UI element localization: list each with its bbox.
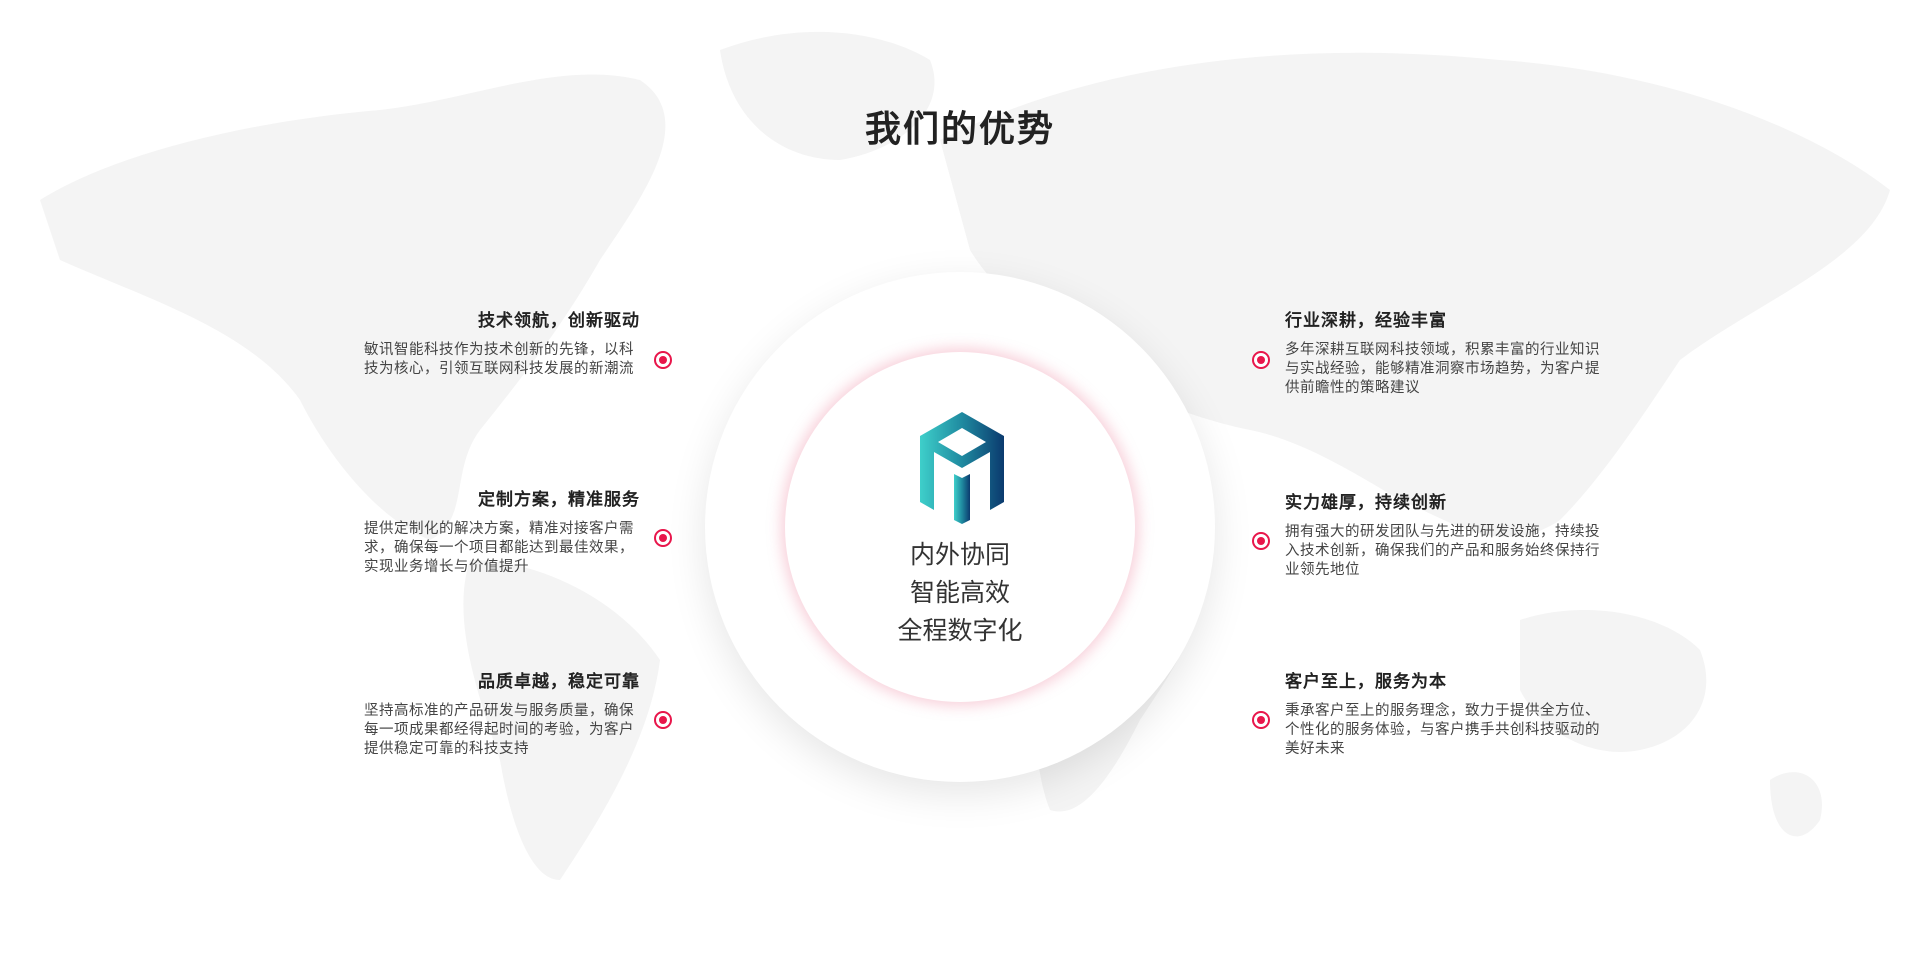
advantage-body: 提供定制化的解决方案，精准对接客户需求，确保每一个项目都能达到最佳效果，实现业务… [364, 521, 634, 575]
slogan-line: 全程数字化 [897, 616, 1023, 645]
advantage-item: 行业深耕，经验丰富 多年深耕互联网科技领域，积累丰富的行业知识与实战经验，能够精… [1285, 306, 1611, 398]
page-title: 我们的优势 [864, 109, 1055, 150]
advantage-heading: 品质卓越，稳定可靠 [478, 672, 640, 692]
advantage-item: 客户至上，服务为本 秉承客户至上的服务理念，致力于提供全方位、个性化的服务体验，… [1285, 667, 1611, 759]
bullet-dot-icon [1252, 351, 1270, 369]
advantage-body: 拥有强大的研发团队与先进的研发设施，持续投入技术创新，确保我们的产品和服务始终保… [1285, 524, 1600, 578]
bullet-dot-icon [654, 711, 672, 729]
bullet-dot-icon [654, 529, 672, 547]
advantage-body: 秉承客户至上的服务理念，致力于提供全方位、个性化的服务体验，与客户携手共创科技驱… [1285, 703, 1600, 757]
advantage-heading: 定制方案，精准服务 [478, 490, 640, 510]
advantage-body: 坚持高标准的产品研发与服务质量，确保每一项成果都经得起时间的考验，为客户提供稳定… [364, 703, 634, 757]
advantage-heading: 实力雄厚，持续创新 [1285, 493, 1447, 513]
advantage-body: 敏讯智能科技作为技术创新的先锋，以科技为核心，引领互联网科技发展的新潮流 [364, 342, 634, 377]
cube-m-logo-icon [920, 412, 1004, 524]
advantage-item: 实力雄厚，持续创新 拥有强大的研发团队与先进的研发设施，持续投入技术创新，确保我… [1285, 488, 1611, 580]
bullet-dot-icon [1252, 532, 1270, 550]
inner-circle [785, 352, 1135, 702]
bullet-dot-icon [654, 351, 672, 369]
slogan-line: 内外协同 [909, 540, 1010, 569]
advantage-heading: 行业深耕，经验丰富 [1285, 311, 1447, 331]
center-slogan: 内外协同 智能高效 全程数字化 [785, 536, 1135, 650]
advantage-heading: 技术领航，创新驱动 [478, 311, 640, 331]
bullet-dot-icon [1252, 711, 1270, 729]
advantage-item: 定制方案，精准服务 提供定制化的解决方案，精准对接客户需求，确保每一个项目都能达… [364, 485, 640, 577]
slogan-line: 智能高效 [909, 578, 1010, 607]
advantage-heading: 客户至上，服务为本 [1285, 672, 1447, 692]
advantage-item: 品质卓越，稳定可靠 坚持高标准的产品研发与服务质量，确保每一项成果都经得起时间的… [364, 667, 640, 759]
advantage-item: 技术领航，创新驱动 敏讯智能科技作为技术创新的先锋，以科技为核心，引领互联网科技… [364, 306, 640, 379]
advantage-body: 多年深耕互联网科技领域，积累丰富的行业知识与实战经验，能够精准洞察市场趋势，为客… [1285, 342, 1600, 396]
